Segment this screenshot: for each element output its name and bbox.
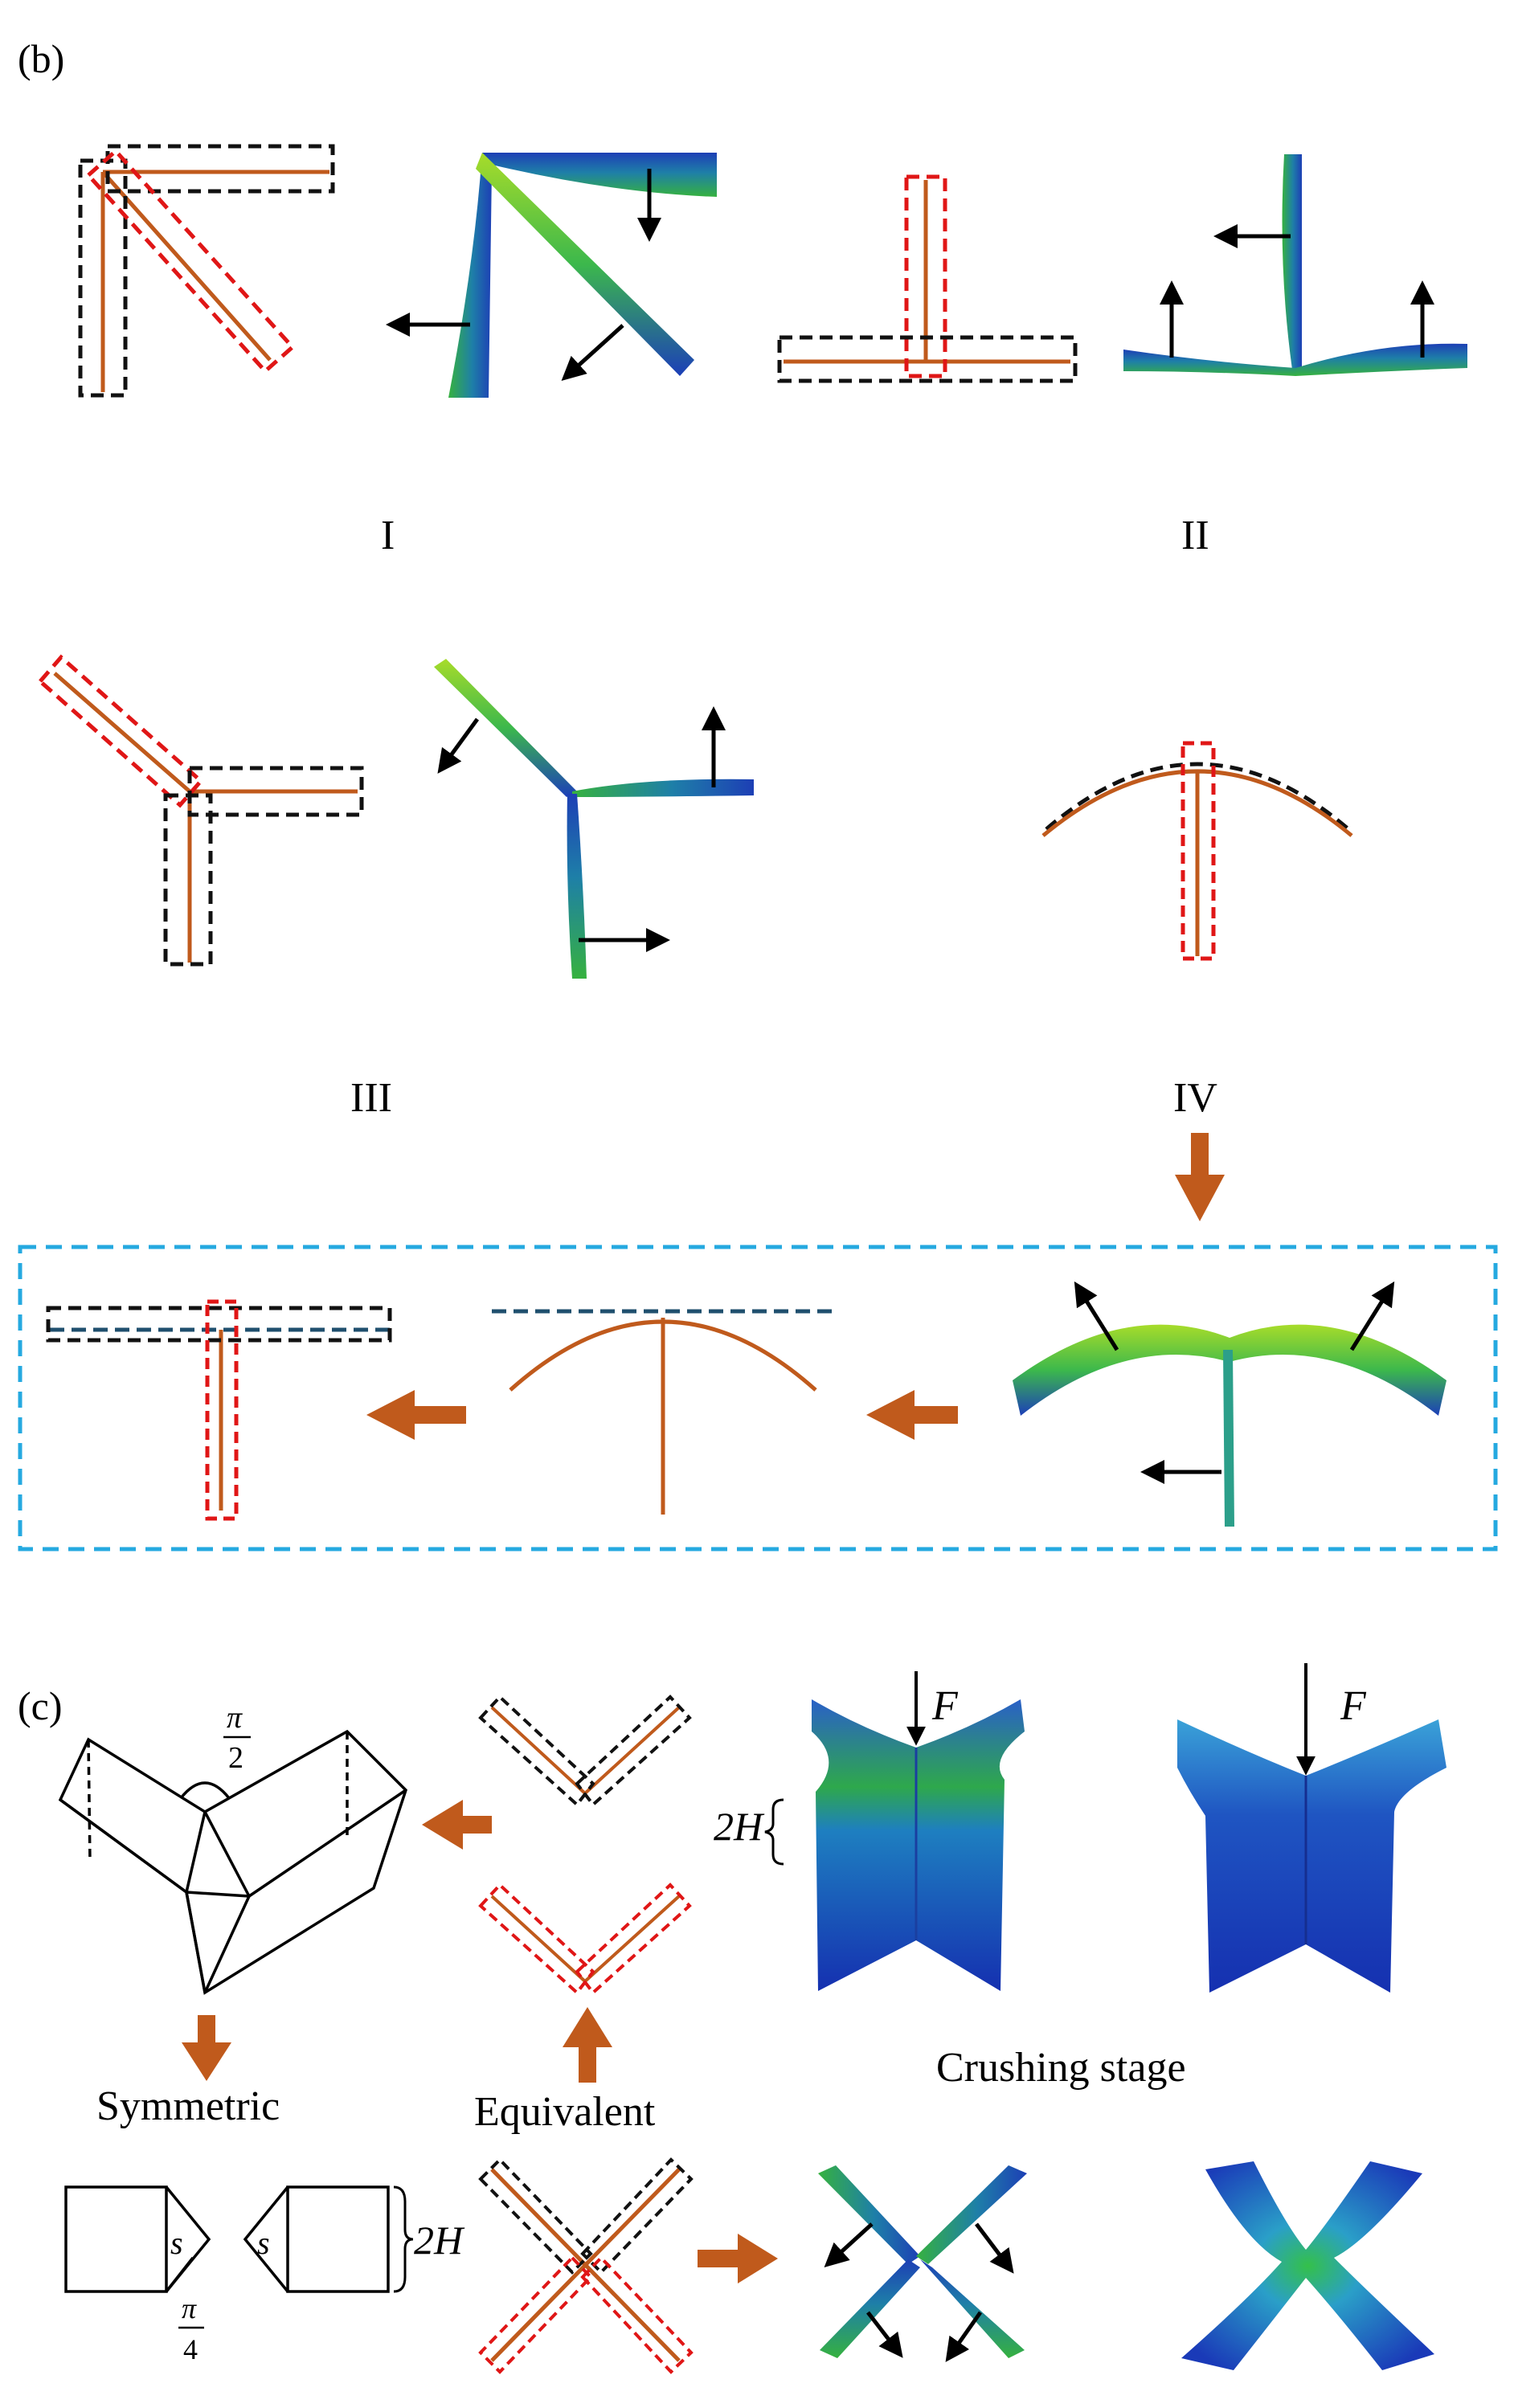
unfolded-right xyxy=(243,2185,390,2293)
crushing-stage-label: Crushing stage xyxy=(936,2045,1186,2091)
fem-crushing-1 xyxy=(812,1671,1025,1991)
frame-deformed xyxy=(1013,1281,1446,1527)
equivalent-v-top xyxy=(478,1695,692,1807)
case-4-schematic xyxy=(1041,741,1353,961)
force-label-2: F xyxy=(1340,1683,1367,1729)
case-label-1: I xyxy=(381,513,395,558)
angle-top-numerator: π xyxy=(227,1701,243,1735)
frame-arrow-1 xyxy=(866,1390,958,1440)
panel-b-label: (b) xyxy=(18,36,64,81)
case-3-schematic xyxy=(37,654,364,967)
s-label-left: s xyxy=(170,2225,183,2261)
height-brace-bottom xyxy=(393,2185,414,2293)
frame-t-schematic xyxy=(46,1299,392,1521)
x-schematic xyxy=(478,2157,694,2374)
frame-arrow-2 xyxy=(366,1390,466,1440)
case-1-deformed xyxy=(386,153,717,398)
arrow-equivalent xyxy=(563,2007,612,2083)
angle-bottom-numerator: π xyxy=(182,2292,197,2324)
flow-arrow-down xyxy=(1175,1133,1225,1221)
case-2-deformed xyxy=(1123,154,1467,376)
x-crushed xyxy=(1181,2161,1434,2370)
unfolded-left xyxy=(64,2185,211,2293)
case-label-3: III xyxy=(350,1075,392,1121)
angle-top-denominator: 2 xyxy=(228,1741,243,1775)
height-brace-top xyxy=(764,1798,784,1866)
force-label-1: F xyxy=(931,1683,959,1729)
arrow-symmetric xyxy=(182,2015,231,2081)
frame-arc xyxy=(492,1309,836,1515)
angle-bottom-denominator: 4 xyxy=(183,2333,198,2365)
arrow-to-origami xyxy=(422,1800,492,1850)
case-3-deformed xyxy=(434,659,754,979)
case-4-frame xyxy=(18,1245,1498,1552)
equivalent-label: Equivalent xyxy=(474,2089,656,2135)
s-label-right: s xyxy=(257,2225,270,2261)
x-deformed xyxy=(818,2165,1027,2362)
case-1-schematic xyxy=(78,144,335,398)
height-label-bottom: 2H xyxy=(414,2218,465,2263)
case-2-schematic xyxy=(777,174,1078,383)
height-label-top: 2H xyxy=(714,1804,765,1849)
panel-c-label: (c) xyxy=(18,1683,63,1728)
equivalent-v-bottom xyxy=(478,1883,692,1995)
case-label-2: II xyxy=(1181,513,1209,558)
origami-unit xyxy=(58,1729,407,1995)
arrow-to-x-result xyxy=(698,2234,778,2283)
fem-crushing-2 xyxy=(1177,1663,1446,1993)
case-label-4: IV xyxy=(1173,1075,1217,1121)
symmetric-label: Symmetric xyxy=(96,2083,280,2129)
